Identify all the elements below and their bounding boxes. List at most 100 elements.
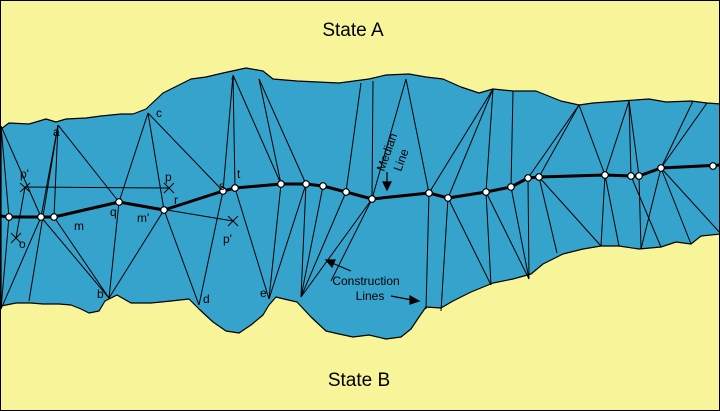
construction-line <box>300 185 324 298</box>
construction-line <box>53 216 110 299</box>
construction-line <box>447 88 494 199</box>
construction-line <box>440 197 449 312</box>
construction-line <box>258 78 282 185</box>
median-node <box>342 188 350 196</box>
construction-line <box>371 78 407 200</box>
state-a-label: State A <box>322 20 384 41</box>
construction-arrow-1 <box>331 262 352 272</box>
median-node <box>5 213 13 221</box>
construction-line <box>222 74 234 192</box>
perpendicular-line-o <box>15 186 26 239</box>
construction-line <box>40 216 110 299</box>
construction-line <box>600 174 606 247</box>
point-label-m: m <box>74 219 84 233</box>
point-label-p-prime-right: p' <box>223 232 232 246</box>
median-node <box>368 195 376 203</box>
construction-line <box>147 112 224 192</box>
construction-line <box>1 216 10 310</box>
construction-line <box>198 190 224 306</box>
construction-line <box>660 100 694 169</box>
construction-line <box>147 112 165 211</box>
construction-arrowhead-1 <box>324 259 336 269</box>
construction-arrowhead-2 <box>409 294 421 305</box>
construction-line <box>628 100 632 177</box>
construction-line <box>527 177 530 280</box>
median-node <box>444 194 452 202</box>
construction-line <box>268 183 282 300</box>
point-label-p: p <box>165 170 172 184</box>
median-node <box>115 198 123 206</box>
construction-line <box>578 104 606 176</box>
construction-line <box>300 191 347 298</box>
construction-line <box>57 124 120 203</box>
construction-line <box>28 124 59 302</box>
construction-line <box>300 198 373 298</box>
point-label-d: d <box>203 292 210 306</box>
point-label-q: q <box>110 205 117 219</box>
median-node <box>482 188 490 196</box>
construction-line <box>232 74 236 189</box>
construction-line <box>628 100 640 177</box>
median-node <box>657 164 665 172</box>
median-node <box>507 183 515 191</box>
construction-line <box>428 88 494 194</box>
construction-line <box>447 197 492 286</box>
cross-mark <box>10 232 22 244</box>
point-label-c: c <box>156 106 162 120</box>
cross-mark <box>19 182 31 193</box>
construction-line <box>330 198 373 282</box>
median-node <box>219 187 227 195</box>
construction-line <box>538 176 602 247</box>
median-node <box>635 172 643 180</box>
cross-mark <box>227 215 239 227</box>
construction-line <box>371 80 374 200</box>
median-node <box>277 180 285 188</box>
construction-line <box>268 183 307 300</box>
construction-line <box>538 104 580 178</box>
point-label-t: t <box>237 167 241 181</box>
median-arrowhead <box>382 181 392 192</box>
median-nodes <box>5 162 717 221</box>
construction-line <box>638 175 642 250</box>
construction-line <box>118 112 149 203</box>
state-b-label: State B <box>328 370 390 391</box>
point-label-f: f <box>231 74 235 88</box>
construction-line <box>1 216 42 310</box>
construction-line <box>108 201 120 299</box>
construction-line <box>485 191 492 286</box>
construction-line <box>1 125 10 218</box>
construction-line <box>300 183 307 298</box>
median-node <box>524 174 532 182</box>
median-node <box>425 189 433 197</box>
median-node <box>160 206 168 214</box>
construction-line <box>405 78 430 194</box>
construction-line <box>604 174 620 247</box>
construction-label-line1: Construction <box>332 274 399 288</box>
construction-line <box>630 175 662 248</box>
construction-line <box>660 167 719 233</box>
construction-line <box>510 90 514 188</box>
construction-line <box>538 176 558 254</box>
construction-line <box>485 191 530 280</box>
point-label-a: a <box>53 125 60 139</box>
construction-line <box>258 78 307 185</box>
point-label-e: e <box>260 286 267 300</box>
construction-line <box>345 82 362 193</box>
perpendicular-markers <box>10 182 239 244</box>
cross-mark <box>163 182 175 194</box>
construction-line <box>425 192 430 310</box>
point-label-o: o <box>19 237 26 251</box>
construction-line <box>604 100 630 176</box>
construction-line <box>234 187 270 300</box>
construction-line <box>108 209 165 299</box>
construction-label-line2: Lines <box>356 289 385 303</box>
construction-line <box>527 104 580 179</box>
construction-line <box>1 125 42 218</box>
construction-line <box>510 186 530 280</box>
median-line <box>1 163 719 219</box>
construction-line <box>485 88 494 193</box>
construction-line <box>53 124 59 218</box>
construction-line <box>660 102 708 169</box>
